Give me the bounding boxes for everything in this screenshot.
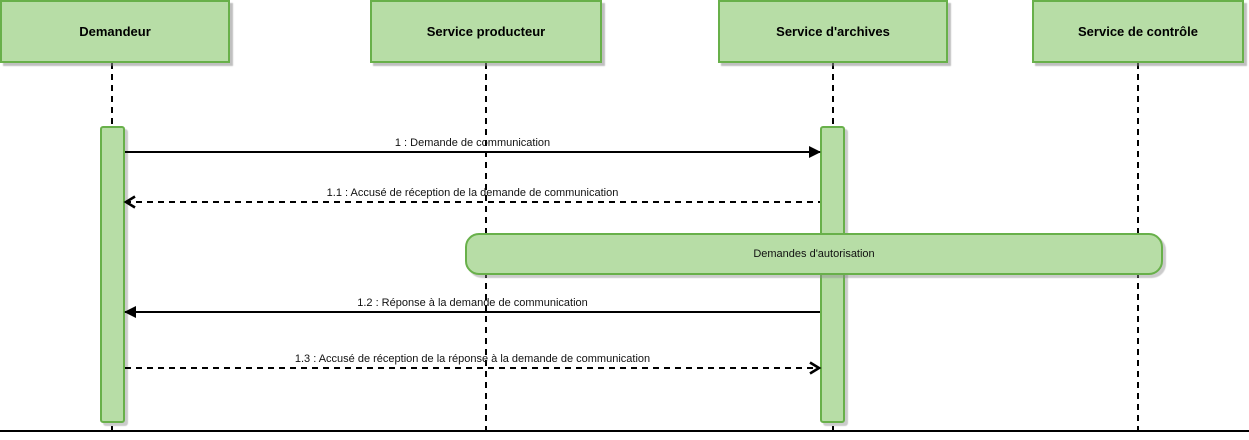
message-1-2-line <box>125 311 820 313</box>
message-1-1-label: 1.1 : Accusé de réception de la demande … <box>326 187 619 199</box>
message-1[interactable]: 1 : Demande de communication <box>125 135 821 158</box>
diagram-bottom-border <box>0 430 1249 432</box>
actor-label-service-producteur: Service producteur <box>426 24 546 39</box>
demandes-autorisation-label: Demandes d'autorisation <box>753 248 875 260</box>
activation-bar-demandeur[interactable] <box>100 126 125 423</box>
message-1-line <box>125 151 820 153</box>
actor-label-service-controle: Service de contrôle <box>1078 24 1198 39</box>
message-1-3-label: 1.3 : Accusé de réception de la réponse … <box>294 353 651 365</box>
actor-box-service-controle[interactable]: Service de contrôle <box>1032 0 1244 63</box>
message-1-1-line <box>125 201 820 203</box>
filled-arrowhead-right-icon <box>809 146 821 158</box>
message-1-1[interactable]: 1.1 : Accusé de réception de la demande … <box>123 185 820 209</box>
demandes-autorisation-bar[interactable]: Demandes d'autorisation <box>465 233 1163 275</box>
actor-label-service-archives: Service d'archives <box>776 24 890 39</box>
actor-box-service-producteur[interactable]: Service producteur <box>370 0 602 63</box>
message-1-3-line <box>125 367 820 369</box>
message-1-2-label: 1.2 : Réponse à la demande de communicat… <box>357 297 588 309</box>
open-arrowhead-right-icon <box>809 361 822 375</box>
filled-arrowhead-left-icon <box>124 306 136 318</box>
actor-box-demandeur[interactable]: Demandeur <box>0 0 230 63</box>
message-1-label: 1 : Demande de communication <box>394 137 551 149</box>
open-arrowhead-left-icon <box>123 195 136 209</box>
actor-box-service-archives[interactable]: Service d'archives <box>718 0 948 63</box>
message-1-2[interactable]: 1.2 : Réponse à la demande de communicat… <box>124 295 820 318</box>
message-1-3[interactable]: 1.3 : Accusé de réception de la réponse … <box>125 351 822 375</box>
actor-label-demandeur: Demandeur <box>79 24 151 39</box>
